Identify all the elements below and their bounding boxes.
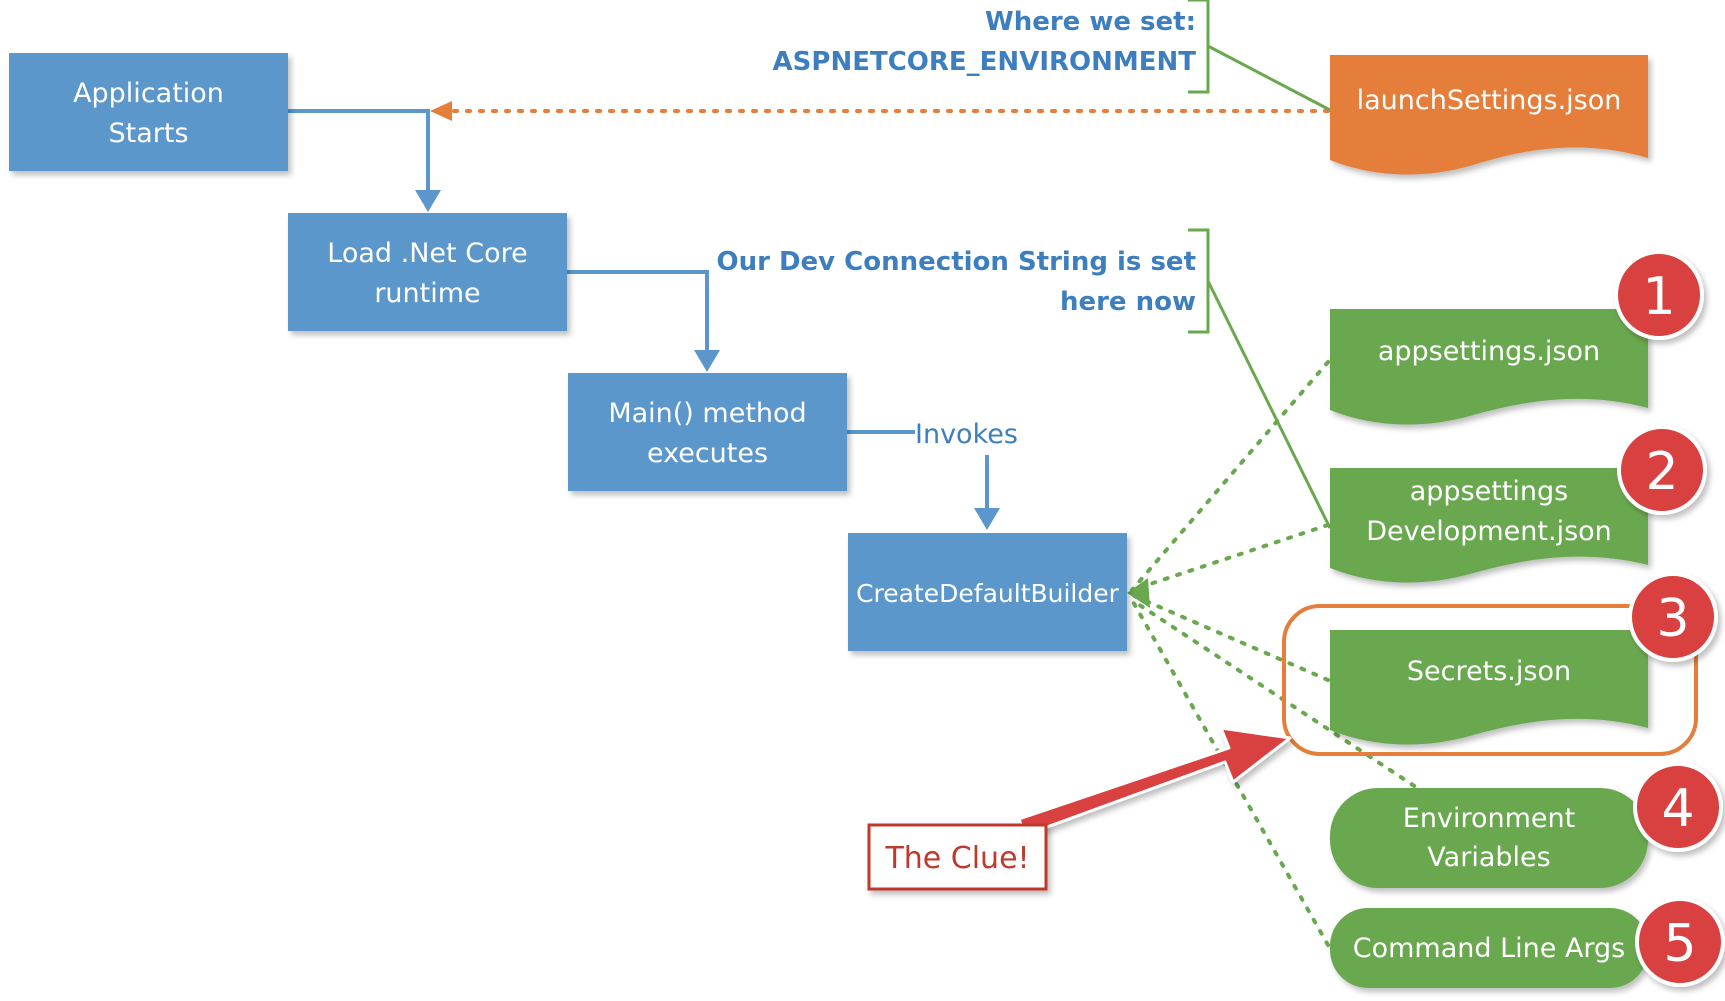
main-method-label-line2: executes	[647, 438, 768, 469]
badge-1: 1	[1614, 250, 1704, 340]
secrets-highlight	[1282, 604, 1698, 756]
env-vars-label-line2: Variables	[1427, 842, 1550, 873]
launch-settings-label: launchSettings.json	[1357, 85, 1622, 116]
clue-label: The Clue!	[884, 841, 1029, 876]
badge-5: 5	[1635, 897, 1725, 987]
flow-connectors	[288, 109, 1000, 530]
appsettings-doc: appsettings.json	[1330, 309, 1648, 425]
badge-1-number: 1	[1642, 267, 1675, 327]
load-runtime-label-line1: Load .Net Core	[327, 238, 527, 269]
launch-settings-connector	[430, 101, 1330, 121]
load-runtime-label-line2: runtime	[374, 278, 480, 309]
create-default-builder-box: CreateDefaultBuilder	[848, 533, 1127, 651]
connector-runtime-to-main	[567, 270, 709, 352]
badge-3: 3	[1628, 572, 1718, 662]
arrowhead-runtime	[415, 190, 441, 212]
badge-4: 4	[1633, 762, 1723, 852]
badge-4-number: 4	[1661, 779, 1694, 839]
main-method-box: Main() method executes	[568, 373, 847, 491]
appsettings-dev-doc: appsettings Development.json	[1330, 468, 1648, 583]
annotation-lines	[1188, 0, 1332, 529]
dotted-secrets	[1130, 593, 1330, 682]
dotted-appsettings	[1130, 360, 1330, 592]
clue-arrow	[1017, 726, 1292, 837]
appsettings-dev-label-line1: appsettings	[1410, 476, 1569, 507]
create-default-builder-label: CreateDefaultBuilder	[856, 579, 1120, 608]
env-vars-pill: Environment Variables	[1330, 788, 1648, 888]
badge-2: 2	[1617, 425, 1707, 515]
dev-annotation-leader	[1206, 280, 1332, 529]
dev-annotation-line1: Our Dev Connection String is set	[716, 247, 1196, 277]
appsettings-label: appsettings.json	[1378, 336, 1600, 367]
appsettings-dev-label-line2: Development.json	[1366, 516, 1612, 547]
badge-5-number: 5	[1663, 914, 1696, 974]
app-starts-box: Application Starts	[9, 53, 288, 171]
env-annotation-leader	[1207, 44, 1331, 112]
app-starts-label-line1: Application	[73, 78, 224, 109]
connector-start-to-runtime	[288, 109, 430, 192]
arrowhead-builder	[974, 508, 1000, 530]
dotted-appsettings-dev	[1130, 523, 1330, 592]
invokes-label: Invokes	[915, 419, 1018, 450]
launch-settings-doc: launchSettings.json	[1330, 55, 1648, 175]
main-method-label-line1: Main() method	[608, 398, 806, 429]
secrets-doc: Secrets.json	[1330, 630, 1648, 745]
load-runtime-box: Load .Net Core runtime	[288, 213, 567, 331]
arrowhead-launch	[430, 101, 452, 121]
clue-callout: The Clue!	[867, 823, 1048, 891]
arrowhead-main	[694, 350, 720, 372]
badge-2-number: 2	[1645, 442, 1678, 502]
env-vars-label-line1: Environment	[1403, 803, 1575, 834]
env-annotation-line2: ASPNETCORE_ENVIRONMENT	[773, 47, 1197, 77]
builder-merge-arrowhead	[1127, 578, 1150, 608]
secrets-label: Secrets.json	[1407, 656, 1571, 687]
app-starts-label-line2: Starts	[108, 118, 188, 149]
badge-3-number: 3	[1656, 589, 1689, 649]
dev-annotation-line2: here now	[1060, 287, 1196, 317]
cmd-args-pill: Command Line Args	[1330, 908, 1648, 988]
cmd-args-label: Command Line Args	[1353, 933, 1626, 964]
env-annotation-line1: Where we set:	[985, 7, 1196, 37]
